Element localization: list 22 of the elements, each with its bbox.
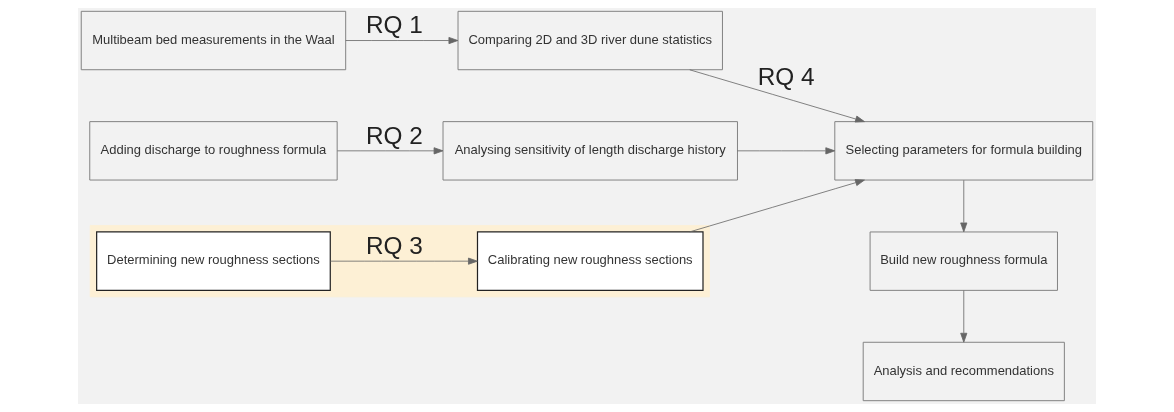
cluster [89,225,710,298]
node-box: Calibrating new roughness sections [476,231,704,291]
edge-label: RQ 2 [365,121,423,149]
arrow [345,37,459,45]
arrow [330,257,478,265]
arrow [960,290,968,343]
edge-label: RQ 3 [365,231,423,259]
node-box: Comparing 2D and 3D river dune statistics [457,10,723,71]
arrow [689,69,865,123]
edge-label: RQ 1 [365,11,423,39]
node-box: Determining new roughness sections [96,231,331,291]
node-box: Selecting parameters for formula building [834,121,1094,181]
arrow [336,147,444,155]
node-box: Analysis and recommendations [862,341,1065,402]
arrow [689,179,865,233]
edge-label: RQ 4 [757,63,815,91]
node-box: Adding discharge to roughness formula [89,121,338,181]
arrow [737,147,836,155]
node-box: Build new roughness formula [869,231,1058,291]
node-box: Analysing sensitivity of length discharge history [442,121,738,181]
node-box: Multibeam bed measurements in the Waal [80,10,347,71]
arrow [960,179,968,233]
